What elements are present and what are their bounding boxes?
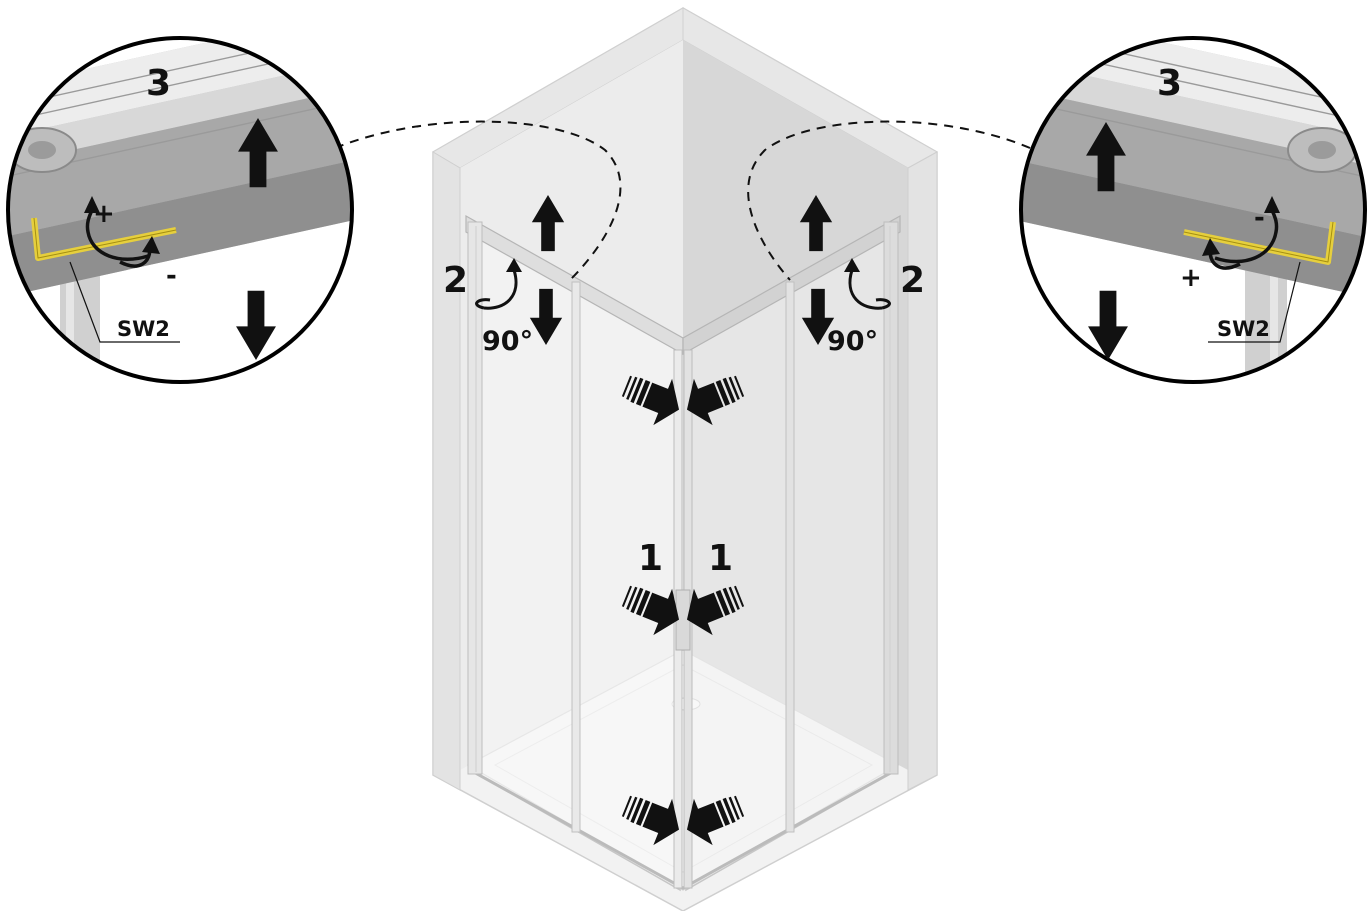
connector-right	[747, 120, 1031, 281]
connector-left	[334, 120, 622, 281]
fixed-panel-edge-left	[571, 281, 581, 833]
minus-sign-right: -	[1254, 203, 1265, 233]
minus-sign-left: -	[166, 261, 177, 291]
detail-circle-right	[1019, 36, 1367, 384]
rotation-angle-right: 90°	[827, 326, 878, 357]
step-2-label-right: 2	[900, 260, 925, 301]
wall-profile-right	[883, 221, 899, 775]
step-2-label-left: 2	[443, 260, 468, 301]
step-1-label-right: 1	[708, 538, 733, 579]
step-3-label-left: 3	[146, 63, 171, 104]
wall-profile-left	[467, 221, 483, 775]
rotate-arrow-right	[844, 258, 891, 310]
wall-side-left	[432, 151, 461, 791]
plus-sign-left: +	[93, 199, 115, 229]
rotate-plus-minus-arrow-left	[85, 209, 149, 261]
shower-enclosure	[432, 7, 939, 911]
detail-circle-left	[6, 36, 354, 384]
step-1-label-left: 1	[638, 538, 663, 579]
step-3-label-right: 3	[1157, 63, 1182, 104]
rotation-angle-left: 90°	[482, 326, 533, 357]
tool-label-right: SW2	[1217, 317, 1270, 341]
wall-side-right	[907, 151, 938, 791]
fixed-panel-edge-right	[785, 281, 795, 833]
rotate-plus-minus-arrow-right	[1214, 209, 1279, 264]
tool-label-left: SW2	[117, 317, 170, 341]
rotate-arrow-left	[475, 258, 522, 310]
plus-sign-right: +	[1180, 263, 1202, 293]
